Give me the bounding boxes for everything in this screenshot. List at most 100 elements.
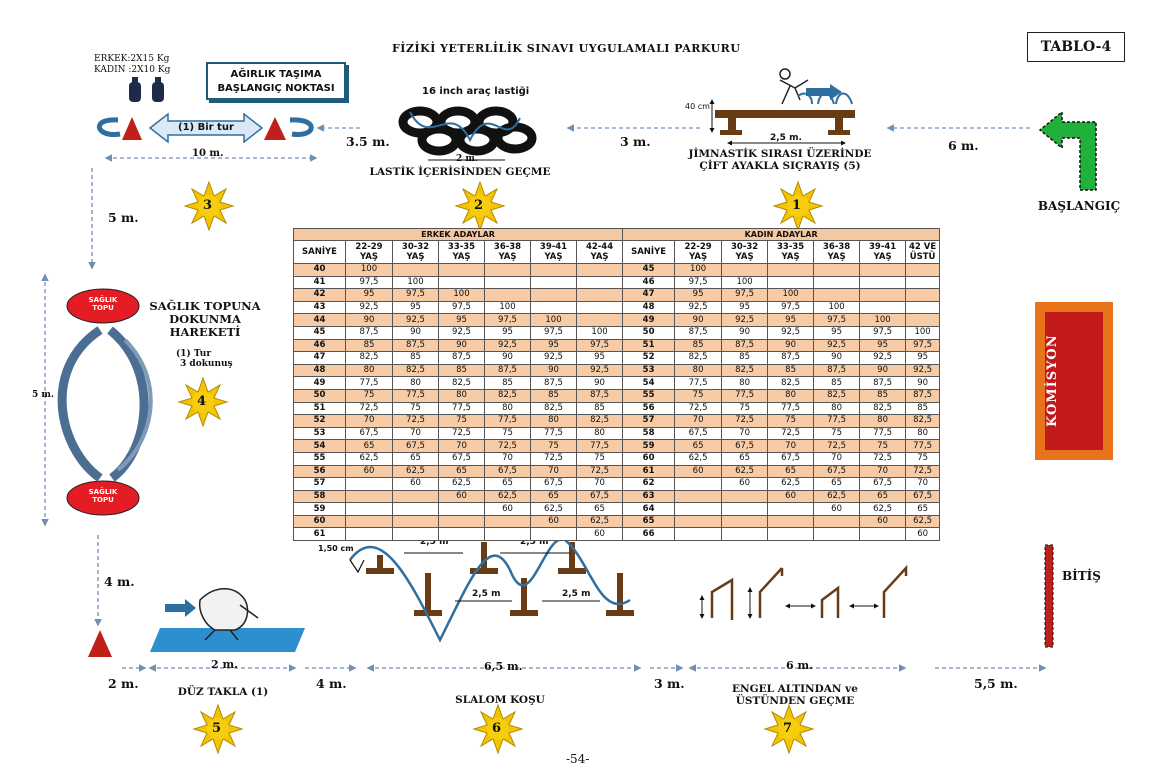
table-cell: 61 xyxy=(622,464,676,479)
table-cell: 53 xyxy=(622,363,676,378)
table-cell: 58 xyxy=(622,426,676,441)
table-cell xyxy=(674,477,723,491)
table-cell: 77,5 xyxy=(859,426,907,441)
cone-icon xyxy=(88,630,112,657)
table-cell: 87,5 xyxy=(674,325,723,340)
komisyon-label: KOMİSYON xyxy=(1045,334,1060,428)
distance-label: 6 m. xyxy=(948,138,979,153)
station-number: 5 xyxy=(212,721,222,736)
start-box-line1: AĞIRLIK TAŞIMA xyxy=(230,69,322,80)
cone-icon xyxy=(122,117,286,140)
table-cell xyxy=(721,527,769,542)
table-cell xyxy=(767,514,815,529)
table-cell xyxy=(575,275,624,290)
table-cell: 92,5 xyxy=(674,300,723,315)
table-cell: 95 xyxy=(767,313,815,327)
slalom-distance: 2,5 m xyxy=(562,589,591,599)
table-cell: 82,5 xyxy=(721,363,769,378)
table-cell: 75 xyxy=(530,439,577,453)
table-cell: 72,5 xyxy=(345,401,393,416)
table-cell xyxy=(530,527,577,542)
table-cell: 70 xyxy=(345,414,393,428)
table-cell: 87,5 xyxy=(575,388,624,403)
table-header-cell: 36-38 YAŞ xyxy=(813,240,861,264)
table-cell xyxy=(767,527,815,542)
table-cell: 77,5 xyxy=(674,376,723,390)
table-cell: 65 xyxy=(674,439,723,453)
station-number: 7 xyxy=(783,721,793,736)
table-cell: 62,5 xyxy=(530,502,577,516)
table-cell: 77,5 xyxy=(392,388,439,403)
table-cell: 58 xyxy=(293,489,346,504)
table-cell: 72,5 xyxy=(859,451,907,466)
turn-arrow-icon xyxy=(96,117,121,138)
table-cell: 67,5 xyxy=(905,489,941,504)
table-cell: 70 xyxy=(721,426,769,441)
table-cell: 72,5 xyxy=(721,414,769,428)
hurdle-height: 1,50 cm xyxy=(318,544,354,553)
table-cell: 62,5 xyxy=(345,451,393,466)
table-cell: 85 xyxy=(392,351,439,365)
table-cell: 100 xyxy=(905,325,941,340)
table-cell: 75 xyxy=(392,401,439,416)
slalom-distance: 2,5 m xyxy=(520,537,549,547)
table-cell: 92,5 xyxy=(392,313,439,327)
table-cell: 75 xyxy=(767,414,815,428)
table-cell: 72,5 xyxy=(767,426,815,441)
group-erkek: ERKEK ADAYLAR xyxy=(292,228,624,241)
table-cell: 62,5 xyxy=(905,514,941,529)
table-cell: 95 xyxy=(905,351,941,365)
distance-label: 4 m. xyxy=(104,574,135,589)
table-cell xyxy=(859,300,907,315)
table-cell: 48 xyxy=(293,363,346,378)
table-cell: 97,5 xyxy=(767,300,815,315)
table-cell: 100 xyxy=(345,263,393,277)
table-cell xyxy=(721,502,769,516)
table-cell: 60 xyxy=(530,514,577,529)
direction-arrow-icon xyxy=(806,84,842,100)
table-cell: 44 xyxy=(293,313,346,327)
distance-label: 3.5 m. xyxy=(346,134,390,149)
table-cell: 65 xyxy=(484,477,531,491)
table-cell: 100 xyxy=(859,313,907,327)
distance-label: 2 m. xyxy=(456,154,479,164)
station-number: 4 xyxy=(197,394,207,409)
station-7-label: ENGEL ALTINDAN ve ÜSTÜNDEN GEÇME xyxy=(732,683,858,707)
table-cell: 75 xyxy=(813,426,861,441)
bench-height: 40 cm xyxy=(685,102,710,111)
table-cell: 100 xyxy=(484,300,531,315)
table-cell: 70 xyxy=(767,439,815,453)
table-cell: 85 xyxy=(530,388,577,403)
table-cell: 97,5 xyxy=(392,288,439,302)
table-cell: 80 xyxy=(674,363,723,378)
table-cell: 70 xyxy=(530,464,577,479)
page-number: -54- xyxy=(566,752,590,766)
table-cell xyxy=(484,275,531,290)
table-cell: 92,5 xyxy=(345,300,393,315)
table-cell: 62,5 xyxy=(859,502,907,516)
table-cell: 90 xyxy=(530,363,577,378)
finish-label: BİTİŞ xyxy=(1062,569,1101,583)
table-cell: 70 xyxy=(392,426,439,441)
table-cell xyxy=(575,313,624,327)
distance-label: 5,5 m. xyxy=(974,676,1018,691)
table-cell: 67,5 xyxy=(530,477,577,491)
table-cell: 65 xyxy=(345,439,393,453)
table-cell xyxy=(530,300,577,315)
table-cell: 87,5 xyxy=(484,363,531,378)
table-cell: 60 xyxy=(767,489,815,504)
table-cell: 70 xyxy=(813,451,861,466)
table-cell: 82,5 xyxy=(530,401,577,416)
table-cell: 100 xyxy=(813,300,861,315)
tablo-label: TABLO-4 xyxy=(1027,32,1125,62)
table-cell: 92,5 xyxy=(575,363,624,378)
table-cell: 77,5 xyxy=(484,414,531,428)
table-cell: 77,5 xyxy=(721,388,769,403)
slalom-distance: 2,5 m xyxy=(472,589,501,599)
table-cell xyxy=(484,514,531,529)
table-cell: 82,5 xyxy=(859,401,907,416)
station-number: 1 xyxy=(792,198,802,213)
